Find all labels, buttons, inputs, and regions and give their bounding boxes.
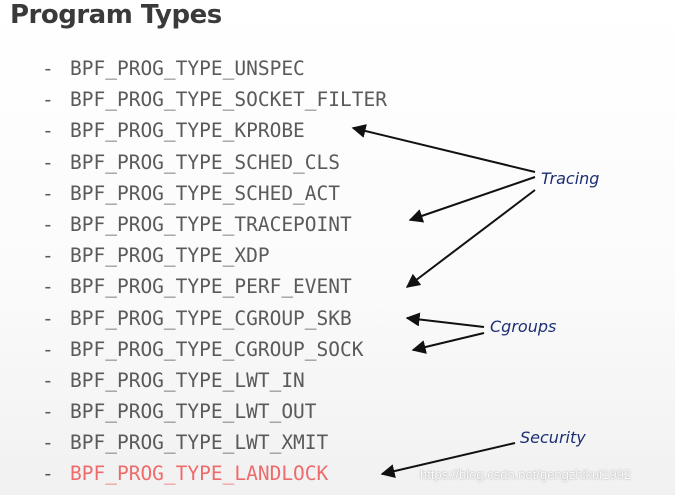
program-type-item: -BPF_PROG_TYPE_PERF_EVENT bbox=[42, 271, 387, 302]
program-type-label: BPF_PROG_TYPE_SCHED_CLS bbox=[70, 150, 341, 174]
program-type-label: BPF_PROG_TYPE_XDP bbox=[70, 244, 270, 268]
cgroups-arrow-skb bbox=[405, 312, 485, 328]
list-marker: - bbox=[42, 431, 54, 455]
program-type-label: BPF_PROG_TYPE_SOCKET_FILTER bbox=[70, 88, 387, 112]
program-type-list: -BPF_PROG_TYPE_UNSPEC -BPF_PROG_TYPE_SOC… bbox=[42, 53, 387, 490]
program-type-label: BPF_PROG_TYPE_LANDLOCK bbox=[70, 462, 329, 486]
tracing-annotation: Tracing bbox=[541, 169, 600, 188]
list-marker: - bbox=[42, 150, 54, 174]
program-type-item: -BPF_PROG_TYPE_TRACEPOINT bbox=[42, 209, 387, 240]
program-type-item: -BPF_PROG_TYPE_SCHED_CLS bbox=[42, 147, 387, 178]
list-marker: - bbox=[42, 212, 54, 236]
list-marker: - bbox=[42, 88, 54, 112]
tracing-arrow-perf-event bbox=[405, 189, 536, 288]
program-type-item: -BPF_PROG_TYPE_SCHED_ACT bbox=[42, 178, 387, 209]
program-type-item: -BPF_PROG_TYPE_LWT_XMIT bbox=[42, 427, 387, 458]
program-type-item: -BPF_PROG_TYPE_KPROBE bbox=[42, 115, 387, 146]
list-marker: - bbox=[42, 306, 54, 330]
list-marker: - bbox=[42, 368, 54, 392]
list-marker: - bbox=[42, 119, 54, 143]
tracing-arrow-tracepoint bbox=[408, 176, 536, 223]
security-arrow-landlock bbox=[380, 442, 516, 478]
list-marker: - bbox=[42, 244, 54, 268]
list-marker: - bbox=[42, 57, 54, 80]
program-type-label: BPF_PROG_TYPE_PERF_EVENT bbox=[70, 275, 352, 299]
program-type-item: -BPF_PROG_TYPE_LWT_OUT bbox=[42, 396, 387, 427]
program-type-item: -BPF_PROG_TYPE_SOCKET_FILTER bbox=[42, 84, 387, 115]
list-marker: - bbox=[42, 462, 54, 486]
program-type-label: BPF_PROG_TYPE_LWT_IN bbox=[70, 368, 305, 392]
source-watermark: https://blog.csdn.net/gengzhikui1992 bbox=[420, 467, 632, 482]
program-type-item-highlighted: -BPF_PROG_TYPE_LANDLOCK bbox=[42, 458, 387, 489]
security-annotation: Security bbox=[520, 428, 586, 447]
tracing-arrow-kprobe bbox=[351, 124, 536, 173]
program-type-label: BPF_PROG_TYPE_KPROBE bbox=[70, 119, 305, 143]
cgroups-annotation: Cgroups bbox=[490, 317, 557, 336]
program-type-label: BPF_PROG_TYPE_CGROUP_SOCK bbox=[70, 337, 364, 361]
program-type-label: BPF_PROG_TYPE_TRACEPOINT bbox=[70, 212, 352, 236]
cgroups-arrow-sock bbox=[411, 332, 485, 354]
program-type-item: -BPF_PROG_TYPE_CGROUP_SKB bbox=[42, 303, 387, 334]
list-marker: - bbox=[42, 400, 54, 424]
program-type-item: -BPF_PROG_TYPE_CGROUP_SOCK bbox=[42, 334, 387, 365]
program-type-label: BPF_PROG_TYPE_LWT_XMIT bbox=[70, 431, 329, 455]
program-type-label: BPF_PROG_TYPE_SCHED_ACT bbox=[70, 181, 341, 205]
list-marker: - bbox=[42, 337, 54, 361]
program-type-label: BPF_PROG_TYPE_UNSPEC bbox=[70, 57, 305, 80]
slide-title: Program Types bbox=[10, 0, 222, 30]
list-marker: - bbox=[42, 275, 54, 299]
program-type-label: BPF_PROG_TYPE_CGROUP_SKB bbox=[70, 306, 352, 330]
program-type-label: BPF_PROG_TYPE_LWT_OUT bbox=[70, 400, 317, 424]
program-type-item: -BPF_PROG_TYPE_XDP bbox=[42, 240, 387, 271]
program-type-item: -BPF_PROG_TYPE_UNSPEC bbox=[42, 53, 387, 84]
list-marker: - bbox=[42, 181, 54, 205]
program-type-item: -BPF_PROG_TYPE_LWT_IN bbox=[42, 365, 387, 396]
